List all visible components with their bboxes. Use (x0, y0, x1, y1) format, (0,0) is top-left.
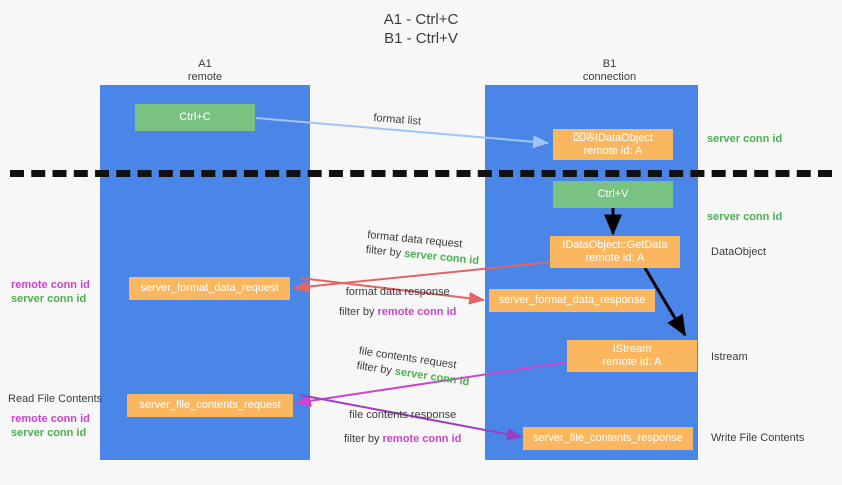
box-ctrl-v[interactable]: Ctrl+V (553, 181, 673, 208)
box-ole-idataobject-line2: remote id: A (583, 144, 643, 157)
filter-value-remote-conn-id: remote conn id (377, 306, 457, 318)
arrow-format-data-request (293, 261, 553, 293)
edge-label-file-contents-response: file contents response filter by remote … (344, 408, 461, 447)
filter-prefix: filter by (365, 243, 405, 260)
arrow-file-contents-response (299, 394, 523, 441)
filter-prefix: filter by (339, 306, 378, 318)
annotation-dataobject: DataObject (711, 246, 767, 258)
box-ole-idataobject-line1: ⌧✇IDataObject (573, 131, 653, 144)
lane-header-b1-sub: connection (582, 71, 637, 83)
filter-value-remote-conn-id: remote conn id (382, 433, 462, 445)
lane-header-a1: A1 remote (130, 58, 280, 84)
title-line-2: B1 - Ctrl+V (384, 30, 458, 47)
arrow-format-data-response (299, 277, 485, 305)
page-title: A1 - Ctrl+C B1 - Ctrl+V (0, 10, 842, 48)
edge-label-format-data-response: format data response filter by remote co… (339, 285, 456, 320)
annotation-remote-conn-id-2: remote conn id (11, 413, 90, 425)
edge-label-file-contents-response-filter: filter by remote conn id (344, 432, 461, 447)
box-idataobject-getdata-line2: remote id: A (585, 252, 645, 264)
box-istream-line2: remote id: A (602, 356, 662, 368)
box-server-file-contents-request-label: server_file_contents_request (139, 399, 281, 411)
edge-label-format-data-response-main: format data response (345, 286, 450, 298)
box-istream[interactable]: IStream remote id: A (567, 340, 697, 372)
annotation-write-file-contents: Write File Contents (711, 432, 805, 444)
annotation-istream: Istream (711, 351, 748, 363)
arrow-getdata-to-istream (643, 267, 687, 337)
box-server-format-data-request[interactable]: server_format_data_request (129, 277, 290, 300)
box-istream-line1: IStream (612, 343, 652, 355)
annotation-server-conn-id-mid-text: server conn id (707, 211, 783, 223)
box-server-format-data-request-label: server_format_data_request (140, 282, 279, 294)
annotation-conn-ids-format: remote conn id server conn id (11, 278, 90, 306)
lane-header-a1-sub: remote (187, 71, 223, 83)
annotation-server-conn-id-mid: server conn id (707, 210, 782, 224)
annotation-server-conn-id-1: server conn id (11, 293, 87, 305)
lane-header-a1-name: A1 (198, 58, 212, 70)
box-ctrl-c[interactable]: Ctrl+C (135, 104, 255, 131)
filter-prefix: filter by (344, 433, 383, 445)
arrow-file-contents-request (295, 361, 569, 408)
edge-label-format-data-response-filter: filter by remote conn id (339, 305, 456, 320)
box-server-file-contents-request[interactable]: server_file_contents_request (127, 394, 293, 417)
box-ole-idataobject[interactable]: ⌧✇IDataObject remote id: A (553, 129, 673, 160)
arrow-format-list (255, 117, 549, 149)
annotation-server-conn-id-top-text: server conn id (707, 133, 783, 145)
annotation-remote-conn-id-1: remote conn id (11, 279, 90, 291)
box-server-format-data-response[interactable]: server_format_data_response (489, 289, 655, 312)
title-line-1: A1 - Ctrl+C (383, 11, 459, 28)
annotation-read-file-contents: Read File Contents (8, 393, 103, 405)
box-idataobject-getdata[interactable]: IDataObject::GetData remote id: A (550, 236, 680, 268)
box-server-format-data-response-label: server_format_data_response (498, 294, 646, 306)
box-server-file-contents-response[interactable]: server_file_contents_response (523, 427, 693, 450)
phase-divider (10, 170, 832, 177)
box-idataobject-getdata-line1: IDataObject::GetData (562, 239, 668, 251)
edge-label-file-contents-response-main: file contents response (349, 409, 457, 421)
annotation-server-conn-id-2: server conn id (11, 427, 87, 439)
lane-header-b1-name: B1 (602, 58, 617, 70)
lane-header-b1: B1 connection (532, 58, 687, 84)
box-ctrl-c-line1: Ctrl+C (179, 111, 211, 123)
annotation-server-conn-id-top: server conn id (707, 132, 782, 146)
box-server-file-contents-response-label: server_file_contents_response (533, 432, 683, 444)
annotation-conn-ids-file: remote conn id server conn id (11, 412, 90, 440)
box-ctrl-v-line1: Ctrl+V (597, 188, 629, 200)
